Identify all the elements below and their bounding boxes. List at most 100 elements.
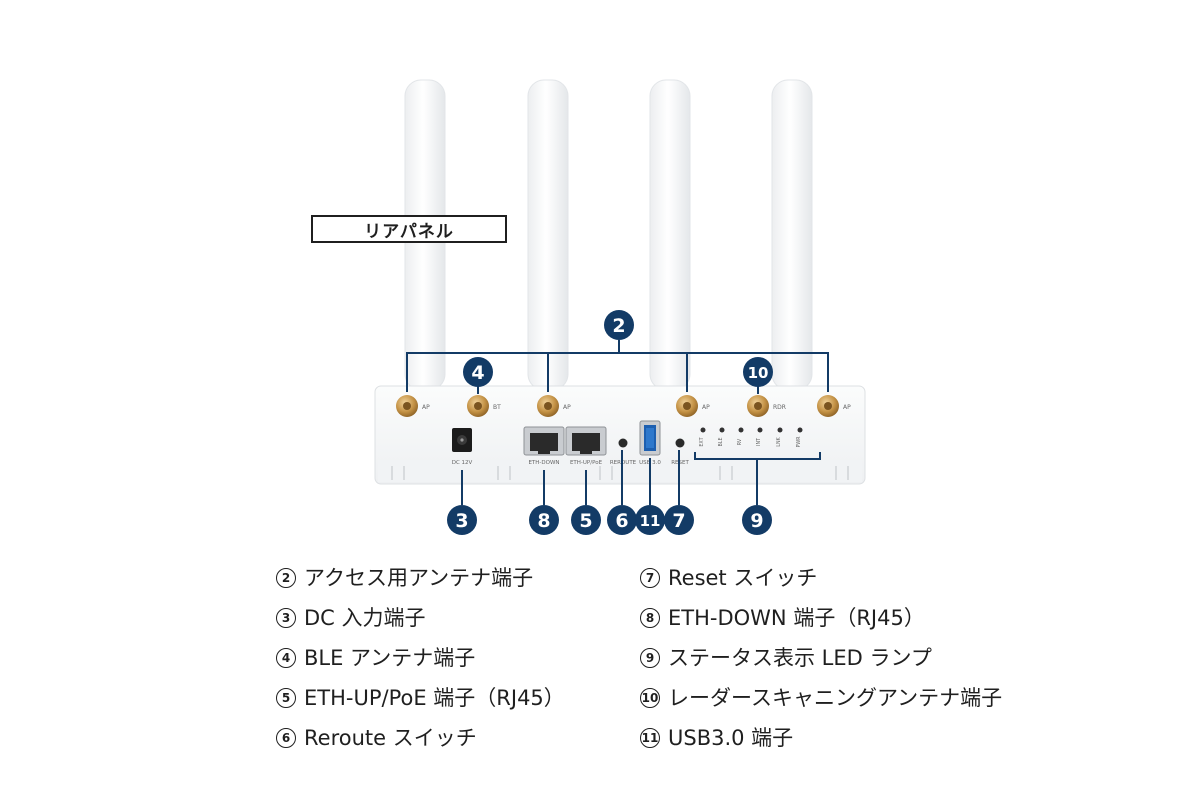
legend-item: 7 Reset スイッチ [640,558,1002,598]
legend-number: 6 [276,728,296,748]
reroute-button-icon [618,438,628,448]
sma-connector-icon [537,395,559,417]
number-markers: 2 4 10 3 8 5 6 11 7 9 [447,310,773,535]
marker-label: 6 [615,510,628,532]
led-dot [738,427,744,433]
legend-right-column: 7 Reset スイッチ 8 ETH-DOWN 端子（RJ45） 9 ステータス表示 … [640,558,1002,758]
led-label: RV [737,438,743,445]
legend-text: ステータス表示 LED ランプ [668,646,932,670]
antenna-4 [771,79,813,391]
marker-6: 6 [607,505,637,535]
legend-number: 3 [276,608,296,628]
marker-label: 3 [455,510,468,532]
legend-number: 2 [276,568,296,588]
marker-9: 9 [742,505,772,535]
connector-label-bt: BT [493,404,501,411]
marker-10: 10 [743,357,773,387]
marker-3: 3 [447,505,477,535]
connector-label-ap2: AP [563,404,571,411]
marker-label: 2 [612,315,625,337]
marker-label: 5 [579,510,592,532]
led-label: INT [756,438,762,446]
legend-item: 4 BLE アンテナ端子 [276,638,565,678]
sma-connector-icon [467,395,489,417]
connector-label-ap4: AP [843,404,851,411]
panel-title: リアパネル [311,215,507,243]
led-dot [719,427,725,433]
legend-text: BLE アンテナ端子 [304,646,476,670]
bracket-2 [406,352,829,392]
rj45-port-icon [523,426,565,456]
legend-text: アクセス用アンテナ端子 [304,566,534,590]
legend-item: 3 DC 入力端子 [276,598,565,638]
marker-label: 4 [471,362,484,384]
port-label-dc: DC 12V [452,460,473,466]
legend-text: Reroute スイッチ [304,726,477,750]
marker-label: 10 [748,364,769,382]
vent-ribs [391,466,849,480]
legend-item: 9 ステータス表示 LED ランプ [640,638,1002,678]
legend-number: 9 [640,648,660,668]
legend-number: 4 [276,648,296,668]
connector-label-ap3: AP [702,404,710,411]
ports: DC 12V ETH-DOWN ETH-UP/PoE REROUTE USB 3… [452,420,689,466]
port-label-eth-up: ETH-UP/PoE [570,460,603,466]
usb-port-icon [639,420,661,456]
led-label: EXT [699,437,705,446]
led-dot [797,427,803,433]
legend-item: 11 USB3.0 端子 [640,718,1002,758]
led-label: BLE [718,438,724,447]
legend-number: 7 [640,568,660,588]
led-dot [777,427,783,433]
port-label-reroute: REROUTE [610,460,637,466]
legend-number: 10 [640,688,660,708]
legend-item: 2 アクセス用アンテナ端子 [276,558,565,598]
legend-number: 11 [640,728,660,748]
legend-number: 5 [276,688,296,708]
status-leds: EXT BLE RV INT LNK PWR [699,427,803,448]
rj45-port-icon [565,426,607,456]
reset-button-icon [675,438,685,448]
router-body [374,385,866,485]
legend-left-column: 2 アクセス用アンテナ端子 3 DC 入力端子 4 BLE アンテナ端子 5 ETH-U… [276,558,565,758]
callout-lines [406,340,829,505]
sma-connector-icon [676,395,698,417]
legend-text: ETH-DOWN 端子（RJ45） [668,606,925,630]
led-dot [700,427,706,433]
antennas [404,79,813,391]
legend-text: DC 入力端子 [304,606,426,630]
legend-text: Reset スイッチ [668,566,818,590]
legend-number: 8 [640,608,660,628]
marker-4: 4 [463,357,493,387]
legend-text: ETH-UP/PoE 端子（RJ45） [304,686,565,710]
connectors: AP BT AP AP RDR AP [396,395,851,417]
sma-connector-icon [396,395,418,417]
port-label-eth-down: ETH-DOWN [528,460,559,466]
legend-item: 5 ETH-UP/PoE 端子（RJ45） [276,678,565,718]
marker-label: 8 [537,510,550,532]
sma-connector-icon [747,395,769,417]
connector-label-rdr: RDR [773,404,786,411]
antenna-2 [527,79,569,391]
marker-7: 7 [664,505,694,535]
dc-jack-icon [452,428,472,452]
marker-label: 7 [672,510,685,532]
port-label-reset: RESET [671,460,689,466]
legend-text: USB3.0 端子 [668,726,794,750]
legend-item: 8 ETH-DOWN 端子（RJ45） [640,598,1002,638]
legend-text: レーダースキャニングアンテナ端子 [668,686,1003,710]
marker-11: 11 [635,505,665,535]
marker-2: 2 [604,310,634,340]
sma-connector-icon [817,395,839,417]
led-label: PWR [796,436,802,448]
marker-5: 5 [571,505,601,535]
connector-label-ap1: AP [422,404,430,411]
antenna-3 [649,79,691,391]
marker-label: 9 [750,510,763,532]
legend-item: 10 レーダースキャニングアンテナ端子 [640,678,1002,718]
led-dot [757,427,763,433]
marker-8: 8 [529,505,559,535]
legend-item: 6 Reroute スイッチ [276,718,565,758]
led-label: LNK [776,436,782,446]
